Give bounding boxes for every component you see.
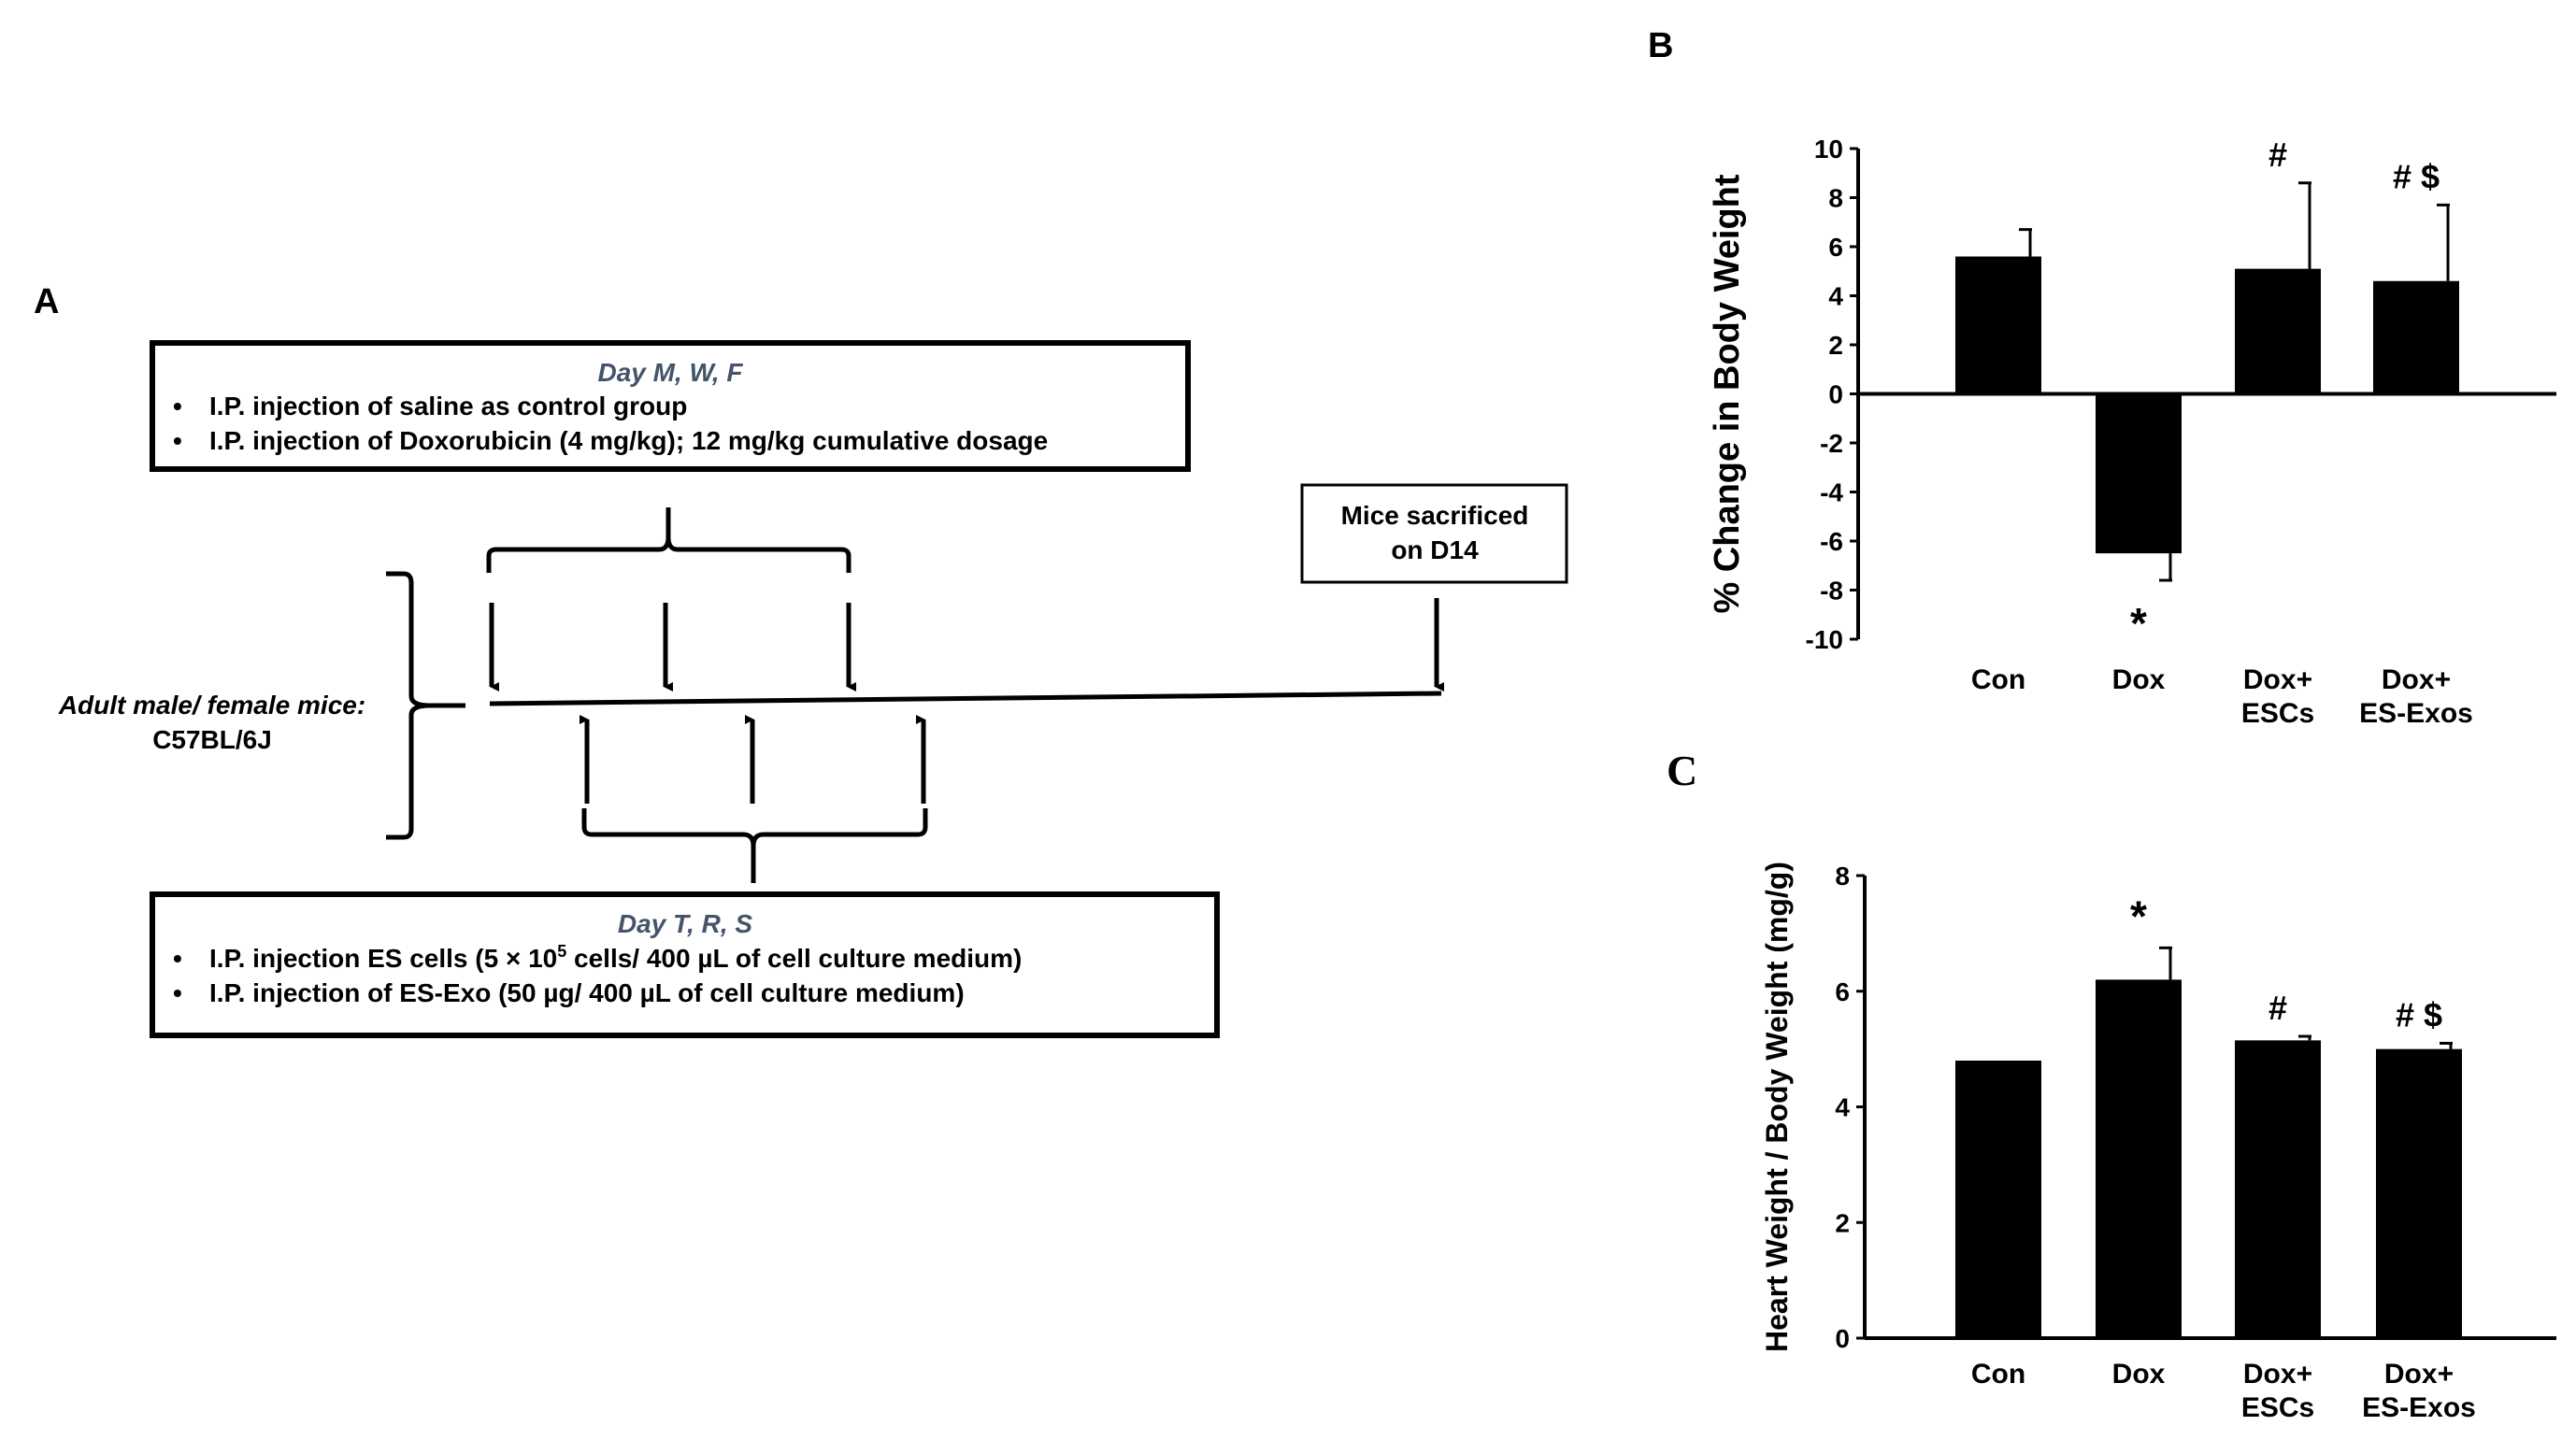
y-tick-label: -4: [1820, 478, 1843, 507]
y-axis-label: Heart Weight / Body Weight (mg/g): [1760, 862, 1794, 1352]
category-label: Dox+: [2382, 664, 2451, 695]
bottom-box-bullet-1: I.P. injection ES cells (5 × 105 cells/ …: [209, 942, 1022, 973]
y-tick-label: 4: [1835, 1093, 1850, 1122]
significance-label: #: [2268, 135, 2287, 174]
y-tick-label: -2: [1820, 429, 1843, 458]
y-tick-label: 0: [1828, 380, 1843, 409]
y-tick-label: 0: [1835, 1324, 1850, 1353]
bar: [2235, 268, 2321, 394]
y-tick-label: 6: [1828, 233, 1843, 262]
bar: [2235, 1040, 2321, 1338]
top-box-title: Day M, W, F: [597, 358, 743, 387]
category-label: ESCs: [2241, 698, 2314, 729]
bullet-dot: •: [173, 392, 182, 421]
bottom-brace: [581, 808, 928, 883]
category-label: Dox: [2112, 664, 2166, 695]
top-box-border: [150, 340, 1191, 472]
bottom-box-bullet-2: I.P. injection of ES-Exo (50 µg/ 400 µL …: [209, 978, 965, 1007]
bar: [2096, 979, 2182, 1338]
bottom-box-border: [150, 891, 1220, 1038]
category-label: Con: [1971, 664, 2025, 695]
bar: [2373, 280, 2459, 394]
bar: [1955, 256, 2041, 394]
category-label: Con: [1971, 1359, 2025, 1390]
category-label: ES-Exos: [2359, 698, 2473, 729]
category-label: Dox+: [2384, 1359, 2454, 1390]
category-label: Dox: [2112, 1359, 2166, 1390]
sacrifice-line-1: Mice sacrificed: [1341, 501, 1529, 530]
y-axis-label: % Change in Body Weight: [1708, 174, 1747, 613]
panel-a-letter: A: [34, 282, 59, 321]
significance-label: *: [2130, 891, 2147, 940]
y-tick-label: 2: [1828, 331, 1843, 360]
sacrifice-box-border: [1300, 483, 1568, 584]
category-label: ESCs: [2241, 1392, 2314, 1423]
y-tick-label: -10: [1806, 625, 1843, 654]
panel-b-letter: B: [1648, 26, 1673, 65]
mice-label: Adult male/ female mice:: [58, 691, 365, 720]
bar: [2096, 393, 2182, 554]
bullet-dot: •: [173, 944, 182, 973]
y-tick-label: -6: [1820, 527, 1843, 556]
sacrifice-box: Mice sacrificed on D14: [1300, 483, 1568, 584]
bottom-protocol-box: Day T, R, S • I.P. injection ES cells (5…: [150, 891, 1220, 1038]
significance-label: # $: [2396, 995, 2442, 1034]
chart-c: 8 6 4 2 0 Heart Weight / Body Weight (mg/g) Co…: [1760, 862, 2556, 1423]
timeline: [489, 691, 1442, 706]
bar: [1955, 1061, 2041, 1338]
bullet-dot: •: [173, 978, 182, 1007]
bullet-dot: •: [173, 426, 182, 455]
y-tick-label: 8: [1828, 184, 1843, 213]
significance-label: #: [2268, 989, 2287, 1027]
y-tick-label: 4: [1828, 282, 1843, 311]
y-tick-label: 10: [1814, 135, 1843, 164]
top-protocol-box: Day M, W, F • I.P. injection of saline a…: [150, 340, 1191, 472]
category-label: ES-Exos: [2362, 1392, 2476, 1423]
top-box-bullet-2: I.P. injection of Doxorubicin (4 mg/kg);…: [209, 426, 1048, 455]
top-box-bullet-1: I.P. injection of saline as control grou…: [209, 392, 687, 421]
y-tick-label: 8: [1835, 862, 1850, 891]
mice-strain: C57BL/6J: [152, 725, 272, 754]
bottom-box-title: Day T, R, S: [618, 909, 753, 938]
y-tick-label: -8: [1820, 577, 1843, 606]
bar: [2376, 1048, 2462, 1338]
top-brace: [486, 507, 852, 573]
y-tick-label: 2: [1835, 1208, 1850, 1237]
category-label: Dox+: [2243, 664, 2312, 695]
significance-label: *: [2130, 599, 2147, 648]
panel-a: A Day M, W, F • I.P. injection of saline…: [34, 282, 1568, 1038]
y-tick-label: 6: [1835, 977, 1850, 1006]
sacrifice-line-2: on D14: [1391, 535, 1479, 564]
chart-b: 10 8 6 4 2 0 -2 -4 -6 -8 -10 % Change in Body Weigh…: [1708, 135, 2556, 729]
panel-c-letter: C: [1667, 747, 1697, 794]
category-label: Dox+: [2243, 1359, 2312, 1390]
significance-label: # $: [2393, 157, 2440, 195]
left-brace: [386, 571, 465, 840]
